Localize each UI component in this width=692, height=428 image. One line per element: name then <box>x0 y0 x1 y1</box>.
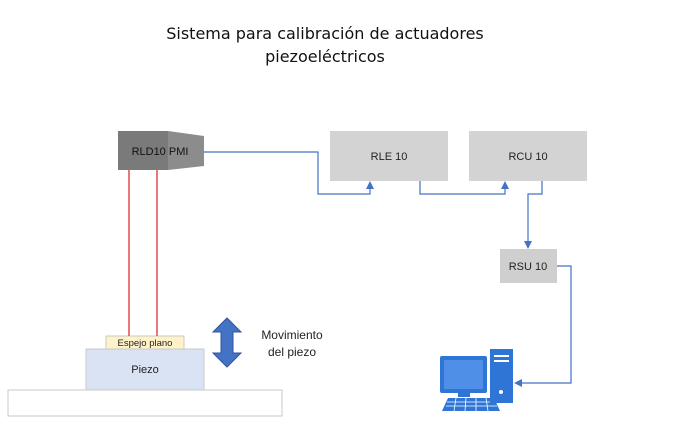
piezo-label: Piezo <box>131 364 159 376</box>
diagram-title: Sistema para calibración de actuadores p… <box>150 22 500 68</box>
rcu-box <box>469 131 587 181</box>
motion-label-line-2: del piezo <box>267 345 317 359</box>
mirror-block <box>105 335 185 350</box>
double-arrow-vertical-icon <box>211 317 243 368</box>
rsu-box <box>500 249 557 283</box>
laser-head: RLD10 PMI <box>118 131 204 170</box>
rsu-label: RSU 10 <box>509 261 548 273</box>
connector-rsu-to-computer <box>514 265 572 387</box>
rcu-label: RCU 10 <box>508 151 547 163</box>
connector-laser-to-rle <box>204 151 374 195</box>
title-line-1: Sistema para calibración de actuadores <box>166 24 484 43</box>
connector-rle-to-rcu <box>419 181 509 195</box>
title-line-2: piezoeléctricos <box>265 47 385 66</box>
rle-box <box>330 131 448 181</box>
laser-head-label: RLD10 PMI <box>132 146 189 158</box>
rle-label: RLE 10 <box>371 151 408 163</box>
mirror-label: Espejo plano <box>118 338 173 349</box>
motion-label-line-1: Movimiento <box>261 328 323 342</box>
computer-icon <box>440 349 513 412</box>
piezo-block <box>85 348 205 391</box>
base-platform <box>7 389 283 417</box>
motion-label: Movimiento del piezo <box>252 327 332 361</box>
connector-rcu-to-rsu <box>524 181 543 249</box>
